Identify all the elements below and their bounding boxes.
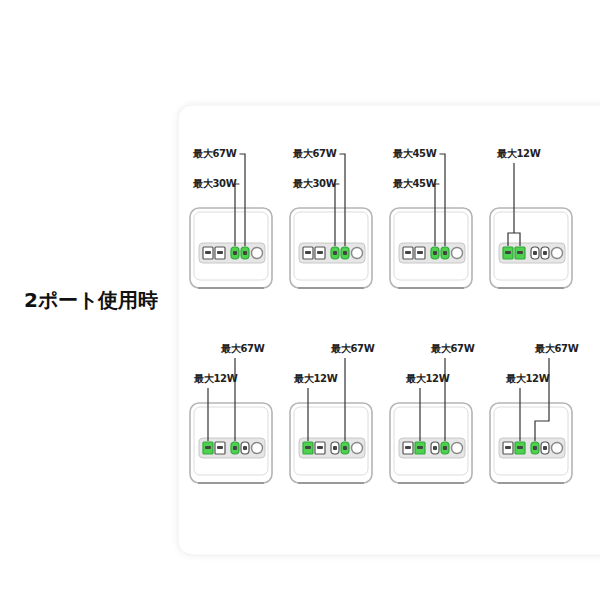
charger-illustration <box>390 208 472 288</box>
leader-line <box>508 233 520 246</box>
charger-illustration <box>290 403 372 483</box>
leader-line <box>419 388 420 441</box>
leader-line <box>207 388 208 441</box>
charger-illustration <box>190 403 272 483</box>
power-label: 最大12W <box>294 373 337 385</box>
leader-line <box>344 358 345 441</box>
power-label: 最大67W <box>293 148 336 160</box>
leader-line <box>339 154 345 246</box>
power-label: 最大67W <box>221 343 264 355</box>
charger-illustration <box>390 403 472 483</box>
leader-line <box>435 184 439 246</box>
power-label: 最大67W <box>535 343 578 355</box>
power-label: 最大45W <box>393 148 436 160</box>
leader-line <box>439 154 445 246</box>
leader-line <box>444 358 445 441</box>
panel <box>178 105 600 555</box>
power-label: 最大45W <box>393 178 436 190</box>
leader-line <box>513 163 514 233</box>
power-label: 最大30W <box>293 178 336 190</box>
charger-illustration <box>190 208 272 288</box>
power-label: 最大67W <box>331 343 374 355</box>
leader-line <box>239 154 245 246</box>
power-label: 最大30W <box>193 178 236 190</box>
power-label: 最大12W <box>406 373 449 385</box>
charger-illustration <box>490 403 572 483</box>
leader-line <box>535 358 549 441</box>
leader-line <box>235 184 239 246</box>
leader-line <box>335 184 339 246</box>
power-label: 最大12W <box>497 148 540 160</box>
power-label: 最大12W <box>506 373 549 385</box>
leader-line <box>234 358 235 441</box>
power-label: 最大12W <box>194 373 237 385</box>
leader-line <box>307 388 308 441</box>
leader-line <box>519 388 520 441</box>
power-label: 最大67W <box>193 148 236 160</box>
charger-illustration <box>490 208 572 288</box>
title: 2ポート使用時 <box>24 288 158 312</box>
power-label: 最大67W <box>431 343 474 355</box>
charger-illustration <box>290 208 372 288</box>
